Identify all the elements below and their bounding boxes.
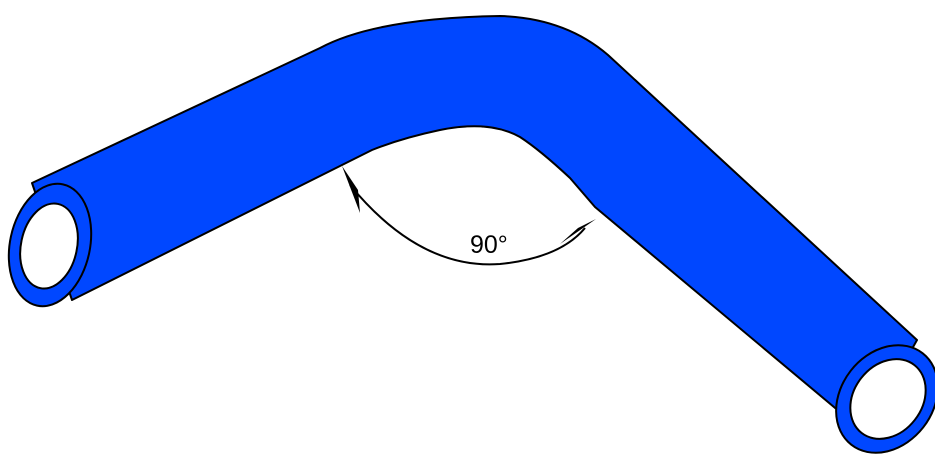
- angle-arrowhead-right: [560, 219, 596, 244]
- pipe-body: [31, 15, 918, 434]
- pipe-left-end-bore: [19, 202, 79, 290]
- angle-arrowhead-left: [342, 166, 360, 213]
- pipe-right-end-bore: [849, 358, 927, 440]
- angle-arc: [349, 184, 586, 266]
- angle-label: 90°: [470, 231, 508, 259]
